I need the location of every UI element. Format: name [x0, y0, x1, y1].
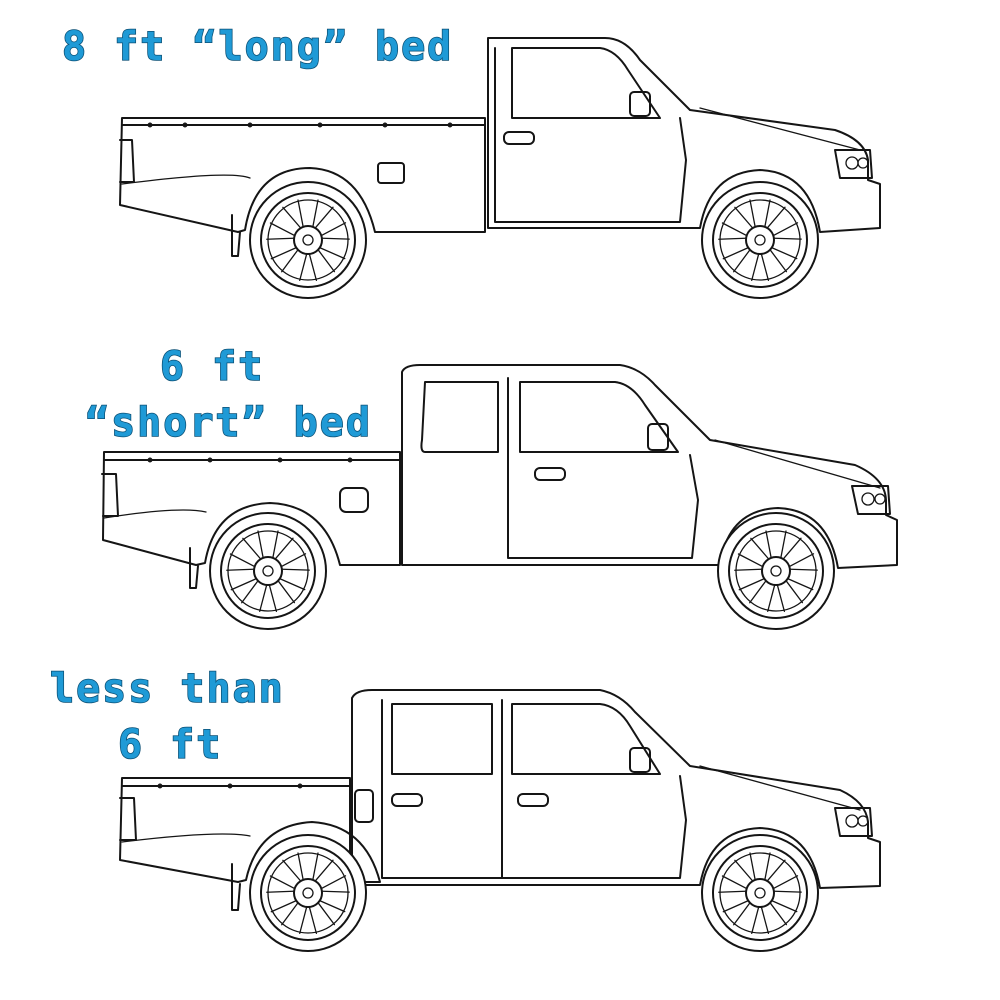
label-less-than-line1: less than	[50, 666, 285, 712]
label-short-bed-line2: “short” bed	[85, 400, 372, 446]
label-6ft-line1: 6 ft	[160, 344, 264, 390]
truck-crew-cab-under-6ft-bed	[119, 689, 881, 952]
truck-regular-cab-long-bed	[119, 37, 881, 299]
label-6ft-line2: 6 ft	[118, 722, 222, 768]
label-8ft-long-bed: 8 ft “long” bed	[62, 24, 453, 70]
truck-extended-cab-short-bed	[101, 364, 898, 630]
